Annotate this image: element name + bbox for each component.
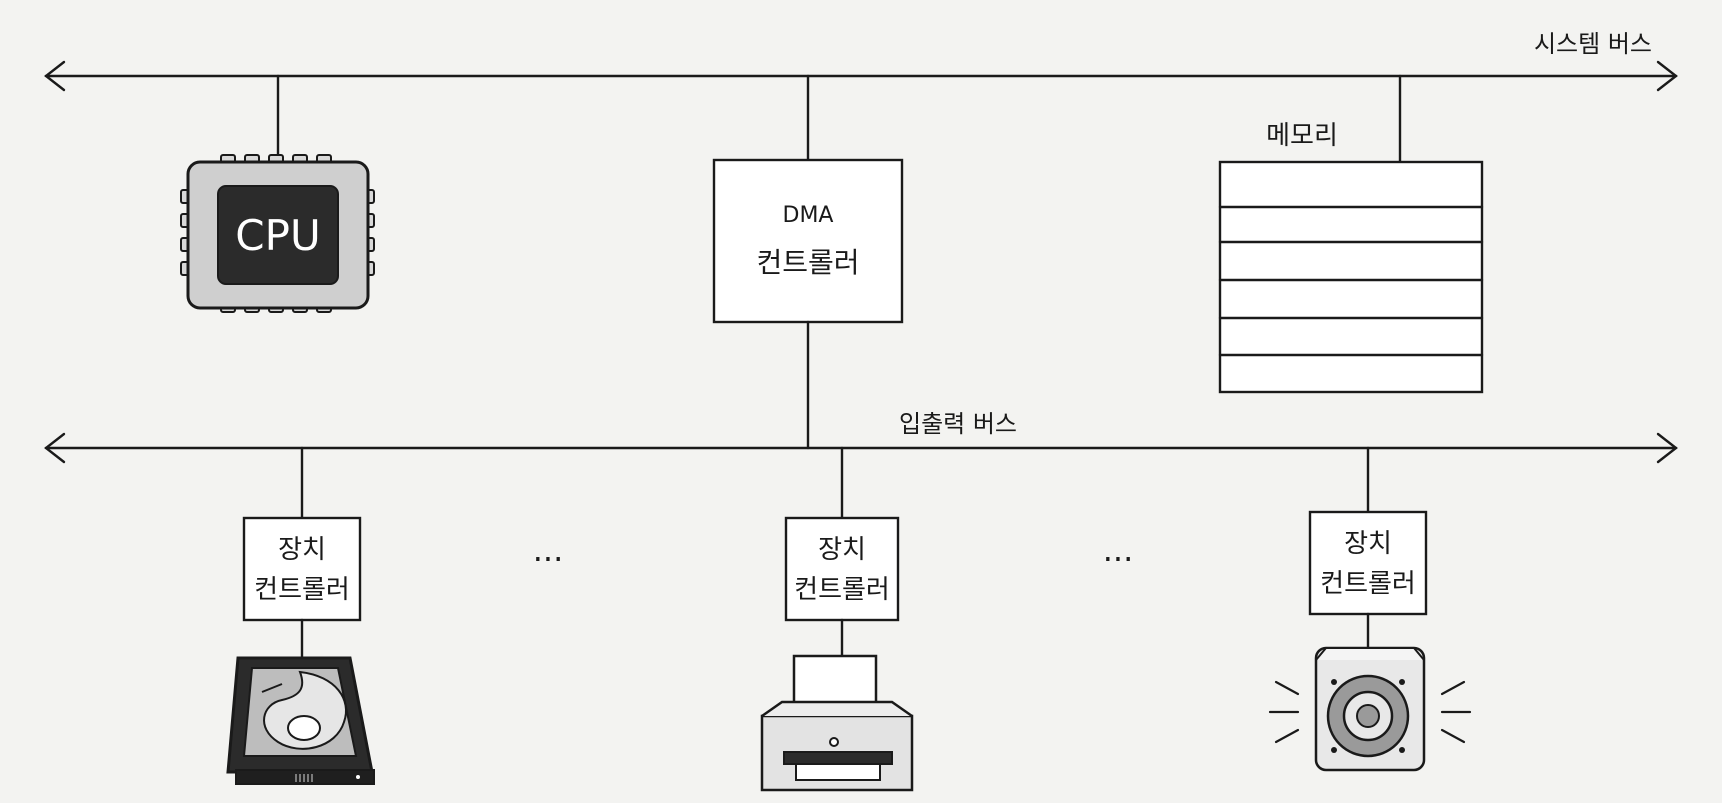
system-bus-right-arrowhead-icon — [1656, 60, 1678, 92]
dma-controller: DMA 컨트롤러 — [712, 74, 904, 450]
device-controller-1-line1: 장치 — [278, 535, 326, 565]
io-bus-label: 입출력 버스 — [899, 410, 1017, 438]
dma-label-line1: DMA — [783, 203, 834, 228]
memory-block-icon — [1218, 160, 1484, 394]
speaker-icon — [1268, 646, 1472, 772]
cpu: CPU — [180, 74, 375, 313]
device-controller-3-line2: 컨트롤러 — [1320, 569, 1416, 599]
device-controller-1: 장치 컨트롤러 — [226, 446, 375, 785]
io-bus-left-arrowhead-icon — [44, 432, 66, 464]
device-controller-1-line2: 컨트롤러 — [254, 575, 350, 605]
io-bus: 입출력 버스 — [44, 410, 1678, 464]
device-controller-3-line1: 장치 — [1344, 529, 1392, 559]
system-bus-label: 시스템 버스 — [1534, 30, 1652, 58]
system-bus: 시스템 버스 — [44, 30, 1678, 92]
device-controller-2-box — [784, 516, 900, 622]
cpu-chip-icon: CPU — [180, 154, 375, 313]
system-bus-left-arrowhead-icon — [44, 60, 66, 92]
ellipsis-2: ··· — [1103, 540, 1134, 578]
ellipsis-1: ··· — [533, 540, 564, 578]
device-controller-1-box — [242, 516, 362, 622]
dma-label-line2: 컨트롤러 — [756, 246, 859, 279]
memory: 메모리 — [1218, 74, 1484, 394]
printer-icon — [760, 654, 914, 792]
hard-disk-icon — [226, 656, 375, 785]
cpu-label: CPU — [235, 211, 320, 260]
io-bus-right-arrowhead-icon — [1656, 432, 1678, 464]
memory-label: 메모리 — [1266, 121, 1338, 151]
device-controller-3: 장치 컨트롤러 — [1268, 446, 1472, 772]
device-controller-2: 장치 컨트롤러 — [760, 446, 914, 792]
device-controller-2-line1: 장치 — [818, 535, 866, 565]
device-controller-2-line2: 컨트롤러 — [794, 575, 890, 605]
dma-controller-box — [712, 158, 904, 324]
